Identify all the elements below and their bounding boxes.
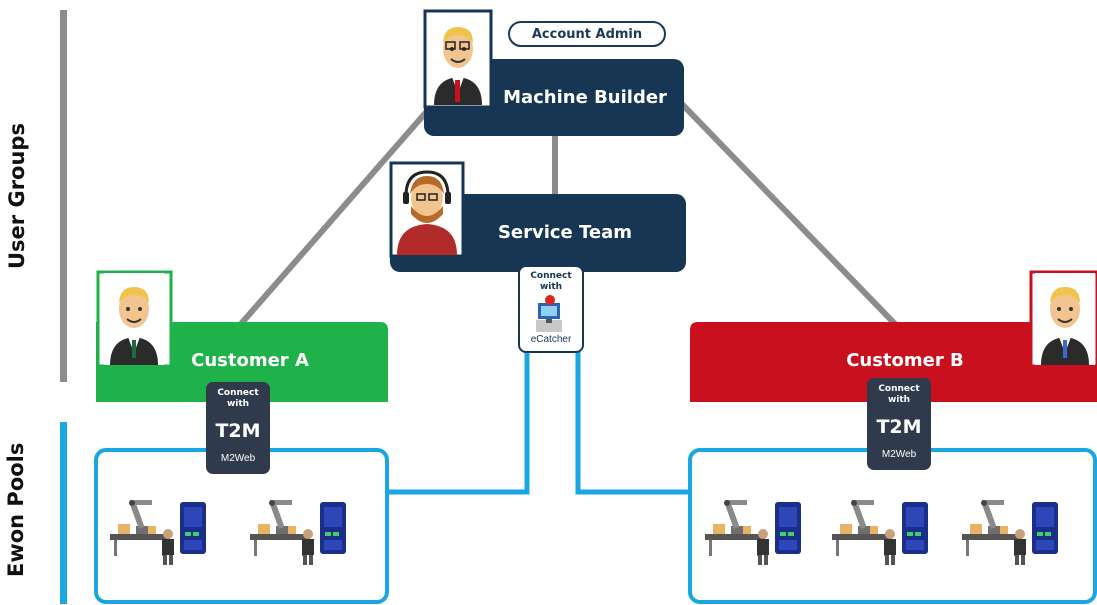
m2web-connector-b xyxy=(867,378,931,470)
ewon-pools-bar xyxy=(60,422,67,604)
m2web-b-connect-text: Connect with xyxy=(867,384,931,406)
m2web-a-connect-line1: Connect xyxy=(217,388,259,398)
customer-a-label: Customer A xyxy=(191,350,309,371)
service-team-label: Service Team xyxy=(497,222,633,243)
line-ecatcher-pool-a xyxy=(388,350,530,495)
line-ecatcher-pool-b xyxy=(575,350,692,495)
m2web-b-connect-line1: Connect xyxy=(878,384,920,394)
account-admin-badge: Account Admin xyxy=(508,21,666,47)
m2web-a-connect-line2: with xyxy=(226,399,250,409)
machine-builder-label: Machine Builder xyxy=(503,87,667,108)
line-machine-builder-customer-b xyxy=(677,99,899,328)
m2web-a-connect-text: Connect with xyxy=(206,388,270,410)
line-machine-builder-customer-a xyxy=(237,100,438,327)
customer-a-avatar-icon xyxy=(96,270,173,368)
ecatcher-connect-text: Connect with xyxy=(519,271,583,293)
ecatcher-connector xyxy=(518,265,584,353)
t2m-logo-icon: T2M xyxy=(876,416,922,438)
customer-b-box xyxy=(690,322,1097,402)
service-team-headset-avatar-icon xyxy=(389,161,465,258)
m2web-connector-a xyxy=(206,382,270,474)
machine-builder-avatar-icon xyxy=(423,9,493,109)
user-groups-bar xyxy=(60,10,67,382)
ecatcher-connect-line1: Connect xyxy=(530,271,572,281)
m2web-b-connect-line2: with xyxy=(887,395,911,405)
ecatcher-connect-line2: with xyxy=(539,282,563,292)
customer-b-avatar-icon xyxy=(1029,270,1097,368)
ewon-pools-label: Ewon Pools xyxy=(4,442,28,577)
customer-b-label: Customer B xyxy=(846,350,964,371)
t2m-logo-icon: T2M xyxy=(215,420,261,442)
ecatcher-label: eCatcher xyxy=(530,334,572,345)
user-groups-label: User Groups xyxy=(5,123,29,269)
ecatcher-icon xyxy=(536,295,562,332)
m2web-b-label: M2Web xyxy=(881,449,917,460)
m2web-a-label: M2Web xyxy=(220,453,256,464)
